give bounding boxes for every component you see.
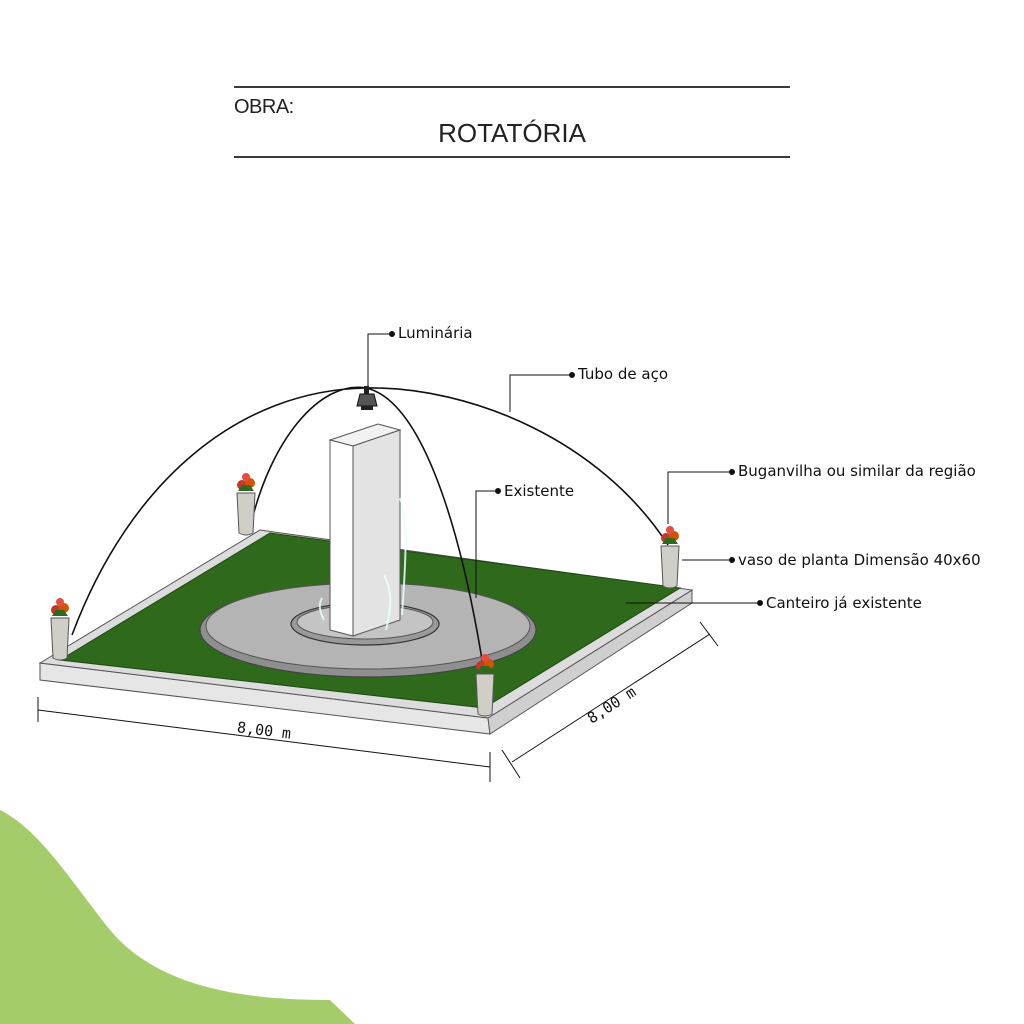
water-jets [318,497,407,631]
callout-vaso: vaso de planta Dimensão 40x60 [738,551,981,569]
callout-luminaria: Luminária [398,324,473,342]
dimension-lines [37,621,719,782]
callout-existente: Existente [504,482,575,500]
callout-buganvilha: Buganvilha ou similar da região [738,462,976,480]
obra-label: OBRA: [234,96,294,118]
header-top-rule [234,86,790,88]
plant-pot [660,526,680,589]
project-title: ROTATÓRIA [438,118,586,148]
callout-tubo-de-aco: Tubo de aço [578,365,668,383]
header-bottom-rule [234,156,790,158]
plant-pot [475,654,495,717]
lamp [356,386,378,410]
plant-pot [236,473,256,536]
callout-canteiro: Canteiro já existente [766,594,922,612]
callout-leaders [367,331,763,606]
dimension-width-label: 8,00 m [236,718,292,742]
dimension-depth-label: 8,00 m [584,683,639,728]
plant-pot [50,598,70,661]
